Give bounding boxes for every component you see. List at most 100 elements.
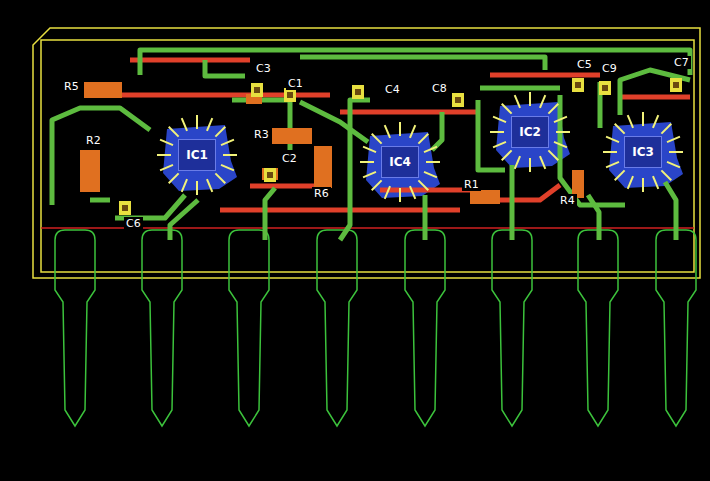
capacitor-body xyxy=(355,89,361,95)
ic-lead xyxy=(363,172,376,177)
ic-lead xyxy=(606,162,619,167)
ic-lead xyxy=(493,117,506,122)
ic-chip: IC3 xyxy=(624,136,662,168)
ic-lead xyxy=(157,154,171,156)
ic-lead xyxy=(418,134,428,144)
ic-lead xyxy=(653,176,658,189)
ic-lead xyxy=(182,179,187,192)
part-name: R2 xyxy=(84,134,103,147)
part-name: R3 xyxy=(252,128,271,141)
ic-chip: IC4 xyxy=(381,146,419,178)
ic-pads xyxy=(163,102,683,198)
ic-lead xyxy=(223,154,237,156)
ic-lead xyxy=(653,115,658,128)
ic-lead xyxy=(502,104,512,114)
ic-lead xyxy=(493,142,506,147)
capacitor-body xyxy=(287,92,293,98)
ic-lead xyxy=(385,186,390,199)
ic-lead xyxy=(363,147,376,152)
ic-chip: IC1 xyxy=(178,139,216,171)
part-name: C1 xyxy=(286,77,305,90)
part-name: C2 xyxy=(280,152,299,165)
ic-lead xyxy=(426,161,440,163)
ic-lead xyxy=(207,118,212,131)
ic-lead xyxy=(207,179,212,192)
ic-lead xyxy=(490,131,504,133)
ic-pad xyxy=(163,125,237,191)
part-name: C8 xyxy=(430,82,449,95)
part-name: C9 xyxy=(600,62,619,75)
part-name: C3 xyxy=(254,62,273,75)
capacitor-pad xyxy=(284,88,296,102)
capacitor-pad xyxy=(599,81,611,95)
capacitor-pad xyxy=(572,78,584,92)
pin-outline xyxy=(656,230,696,426)
ic-lead xyxy=(554,117,567,122)
part-name: C4 xyxy=(383,83,402,96)
ic-lead xyxy=(424,172,437,177)
ic-lead xyxy=(372,134,382,144)
capacitor-pad xyxy=(452,93,464,107)
ic-lead xyxy=(548,104,558,114)
capacitor-body xyxy=(455,97,461,103)
ic-lead xyxy=(418,180,428,190)
ic-lead xyxy=(169,173,179,183)
ic-name: IC2 xyxy=(519,125,541,139)
part-name: R4 xyxy=(558,194,577,207)
ic-pad xyxy=(609,122,683,188)
part-name: R6 xyxy=(312,187,331,200)
ic-lead xyxy=(529,158,531,172)
ic-name: IC3 xyxy=(632,145,654,159)
capacitor-body xyxy=(602,85,608,91)
ic-lead xyxy=(360,161,374,163)
ic-lead xyxy=(606,137,619,142)
pin-outline xyxy=(142,230,182,426)
ic-lead xyxy=(642,178,644,192)
pin-outline xyxy=(578,230,618,426)
ic-lead xyxy=(196,181,198,195)
part-name: C6 xyxy=(124,217,143,230)
capacitor-pad xyxy=(670,78,682,92)
ic-lead xyxy=(603,151,617,153)
ic-lead xyxy=(556,131,570,133)
ic-lead xyxy=(410,125,415,138)
ic-lead xyxy=(667,137,680,142)
ic-lead xyxy=(667,162,680,167)
ic-lead xyxy=(424,147,437,152)
ic-lead xyxy=(215,127,225,137)
pin-outline xyxy=(405,230,445,426)
ic-lead xyxy=(548,150,558,160)
capacitor-pad xyxy=(264,168,276,182)
ic-lead xyxy=(221,140,234,145)
ic-lead xyxy=(615,170,625,180)
ic-lead xyxy=(196,115,198,129)
ic-lead xyxy=(661,124,671,134)
red-traces xyxy=(120,60,690,210)
part-name: R1 xyxy=(462,178,481,191)
ic-lead xyxy=(529,92,531,106)
ic-lead xyxy=(615,124,625,134)
ic-lead xyxy=(669,151,683,153)
capacitor-body xyxy=(267,172,273,178)
capacitor-body xyxy=(575,82,581,88)
ic-lead xyxy=(642,112,644,126)
ic-lead xyxy=(554,142,567,147)
part-name: C5 xyxy=(575,58,594,71)
capacitor-pad xyxy=(119,201,131,215)
ic-chip: IC2 xyxy=(511,116,549,148)
ic-lead xyxy=(182,118,187,131)
ic-lead xyxy=(410,186,415,199)
ic-name: IC4 xyxy=(389,155,411,169)
ic-lead xyxy=(399,188,401,202)
ic-lead xyxy=(399,122,401,136)
resistor-pads xyxy=(80,82,584,204)
ic-lead xyxy=(628,115,633,128)
ic-lead xyxy=(540,156,545,169)
ic-lead xyxy=(372,180,382,190)
part-name: C7 xyxy=(672,56,691,69)
ic-lead xyxy=(385,125,390,138)
ic-lead xyxy=(515,156,520,169)
ic-lead xyxy=(221,165,234,170)
ic-lead xyxy=(215,173,225,183)
